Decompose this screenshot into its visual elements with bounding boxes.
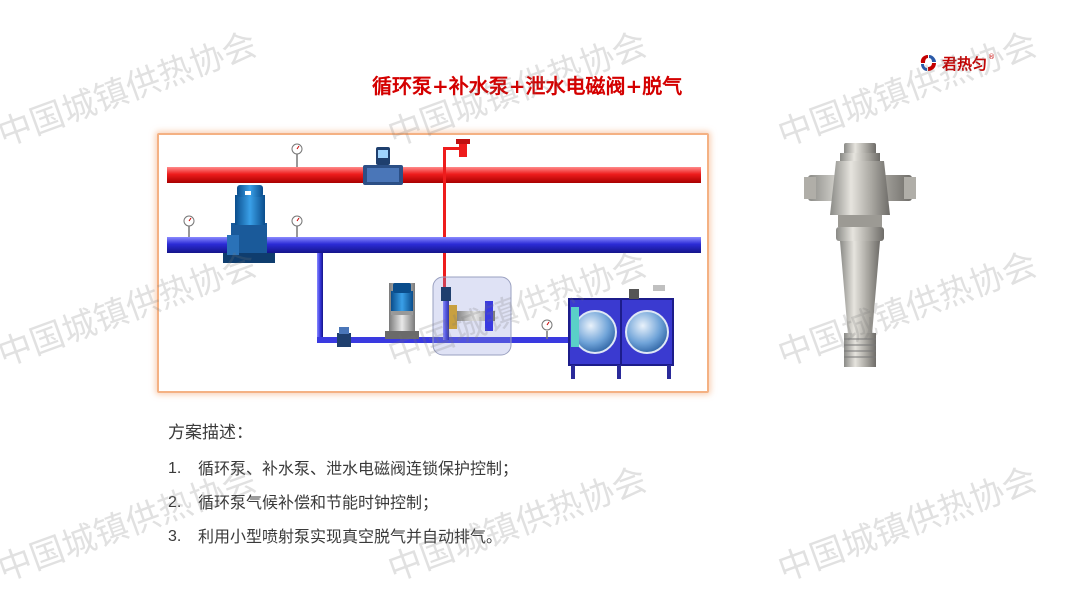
list-item-text: 循环泵、补水泵、泄水电磁阀连锁保护控制； xyxy=(198,459,519,478)
makeup-pump-icon xyxy=(385,283,419,339)
list-item: 3. 利用小型喷射泵实现真空脱气并自动排气。 xyxy=(168,520,768,554)
return-pipe xyxy=(167,237,701,253)
degas-unit-box xyxy=(432,276,512,356)
tank-thermometer-icon xyxy=(541,319,553,339)
return-thermometer-right-icon xyxy=(291,215,303,237)
list-item: 2. 循环泵气候补偿和节能时钟控制； xyxy=(168,486,768,520)
watermark-text: 中国城镇供热协会 xyxy=(772,459,1043,591)
water-tank-icon xyxy=(568,285,674,379)
system-diagram xyxy=(157,133,709,393)
degas-valve-product-image xyxy=(804,143,916,367)
scheme-description: 方案描述： 1. 循环泵、补水泵、泄水电磁阀连锁保护控制； 2. 循环泵气候补偿… xyxy=(168,418,768,554)
piping-schematic xyxy=(167,139,701,379)
list-item-text: 利用小型喷射泵实现真空脱气并自动排气。 xyxy=(198,527,503,546)
list-item: 1. 循环泵、补水泵、泄水电磁阀连锁保护控制； xyxy=(168,452,768,486)
list-item-number: 1. xyxy=(168,460,182,477)
makeup-loop-pipe xyxy=(317,253,571,343)
list-item-text: 循环泵气候补偿和节能时钟控制； xyxy=(198,493,439,512)
registered-mark: ® xyxy=(988,53,996,61)
list-item-number: 2. xyxy=(168,494,182,511)
degas-riser-pipe xyxy=(443,139,470,299)
supply-thermometer-icon xyxy=(291,143,303,167)
logo-mark-icon xyxy=(920,55,936,71)
logo-text: 君热匀 xyxy=(942,54,988,73)
brand-logo: 君热匀 ® xyxy=(918,50,1018,76)
supply-flowmeter-icon xyxy=(363,147,403,185)
slide-title: 循环泵+补水泵+泄水电磁阀+脱气 xyxy=(372,74,683,98)
description-list: 1. 循环泵、补水泵、泄水电磁阀连锁保护控制； 2. 循环泵气候补偿和节能时钟控… xyxy=(168,452,768,554)
makeup-flowmeter-icon xyxy=(337,327,351,347)
list-item-number: 3. xyxy=(168,528,182,545)
description-heading: 方案描述： xyxy=(168,423,253,443)
circulation-pump-icon xyxy=(223,185,275,263)
return-thermometer-left-icon xyxy=(183,215,195,237)
supply-pipe xyxy=(167,167,701,183)
